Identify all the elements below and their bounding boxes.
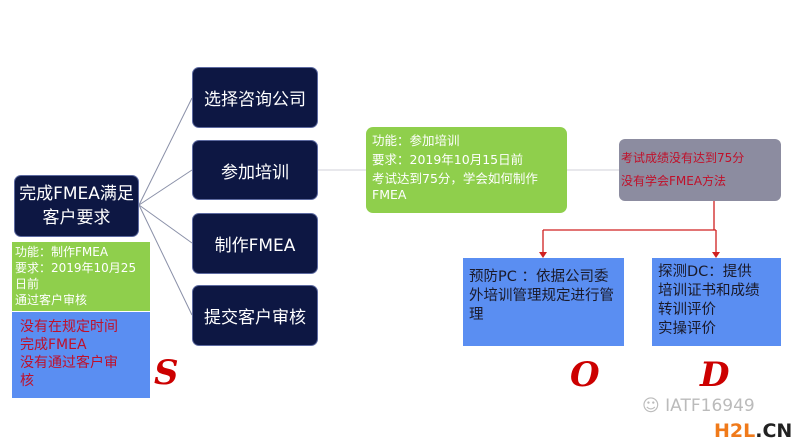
- text-line: 通过客户审核: [15, 293, 88, 307]
- text-line: 日前: [15, 277, 40, 291]
- step-node: 制作FMEA: [192, 213, 318, 274]
- watermark: ☺ IATF16949: [642, 396, 755, 416]
- text-line: 考试成绩没有达到75分: [621, 151, 745, 165]
- text-line: 没有学会FMEA方法: [621, 174, 727, 188]
- text-line: 没有通过客户审: [20, 355, 118, 371]
- watermark-account: IATF16949: [665, 396, 755, 416]
- step-node: 选择咨询公司: [192, 67, 318, 128]
- connector-line: [138, 169, 193, 206]
- root-line: 客户要求: [42, 208, 111, 228]
- wechat-icon: ☺: [642, 396, 660, 416]
- text-line: 完成FMEA: [20, 337, 87, 353]
- root-node: 完成FMEA满足客户要求: [14, 175, 139, 237]
- severity-letter: S: [154, 353, 179, 393]
- training-function-box: 功能：参加培训 要求：2019年10月15日前 考试达到75分，学会如何制作 F…: [366, 127, 567, 213]
- text-line: 转训评价: [658, 302, 716, 318]
- text-line: 功能：参加培训: [372, 133, 460, 148]
- occurrence-letter: O: [570, 355, 600, 395]
- detection-box: 探测DC：提供 培训证书和成绩 转训评价 实操评价: [652, 258, 781, 346]
- text-line: FMEA: [372, 187, 407, 202]
- arrow-icon: [539, 252, 547, 258]
- text-line: 实操评价: [658, 321, 716, 337]
- detection-letter: D: [700, 355, 730, 395]
- text-line: 功能：制作FMEA: [15, 245, 109, 259]
- connector-line: [138, 204, 193, 316]
- step-node: 提交客户审核: [192, 285, 318, 346]
- root-function-box: 功能：制作FMEA 要求：2019年10月25 日前 通过客户审核: [12, 242, 150, 311]
- connector-line: [138, 204, 193, 244]
- root-failure-box: 没有在规定时间 完成FMEA 没有通过客户审 核: [12, 312, 150, 398]
- text-line: 要求：2019年10月25: [15, 261, 137, 275]
- text-line: 培训证书和成绩: [658, 283, 760, 299]
- arrow-icon: [712, 252, 720, 258]
- text-line: 要求：2019年10月15日前: [372, 152, 524, 167]
- root-line: 完成FMEA满足: [19, 184, 134, 204]
- step-node: 参加培训: [192, 140, 318, 200]
- prevention-box: 预防PC ：依据公司委外培训管理规定进行管理: [463, 258, 624, 346]
- text-line: 核: [20, 373, 34, 389]
- text-line: 考试达到75分，学会如何制作: [372, 171, 538, 186]
- connector-line: [138, 97, 193, 206]
- text-line: 没有在规定时间: [20, 319, 118, 335]
- training-failure-box: 考试成绩没有达到75分 没有学会FMEA方法: [619, 139, 781, 201]
- site-logo: H2L.CN: [714, 420, 793, 442]
- text-line: 探测DC：提供: [658, 264, 752, 280]
